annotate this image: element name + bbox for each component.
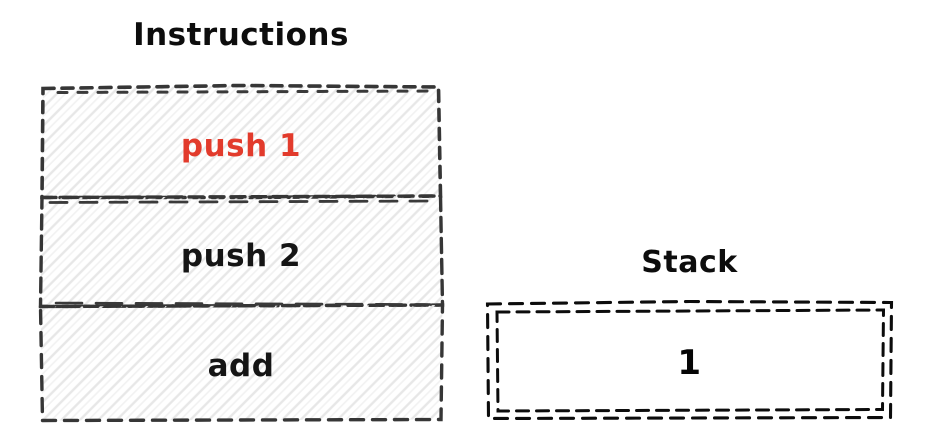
sketch-accent-top-double bbox=[56, 89, 436, 94]
instruction-row-3-box bbox=[38, 303, 445, 423]
sketch-accent-divider2-overdraw bbox=[54, 301, 432, 306]
stack-box-outer bbox=[485, 299, 894, 421]
instruction-row-2-box bbox=[38, 194, 445, 309]
instruction-row-1-box bbox=[40, 83, 443, 200]
stack-box-inner bbox=[495, 308, 886, 413]
sketch-accent-divider1-double bbox=[48, 199, 438, 204]
